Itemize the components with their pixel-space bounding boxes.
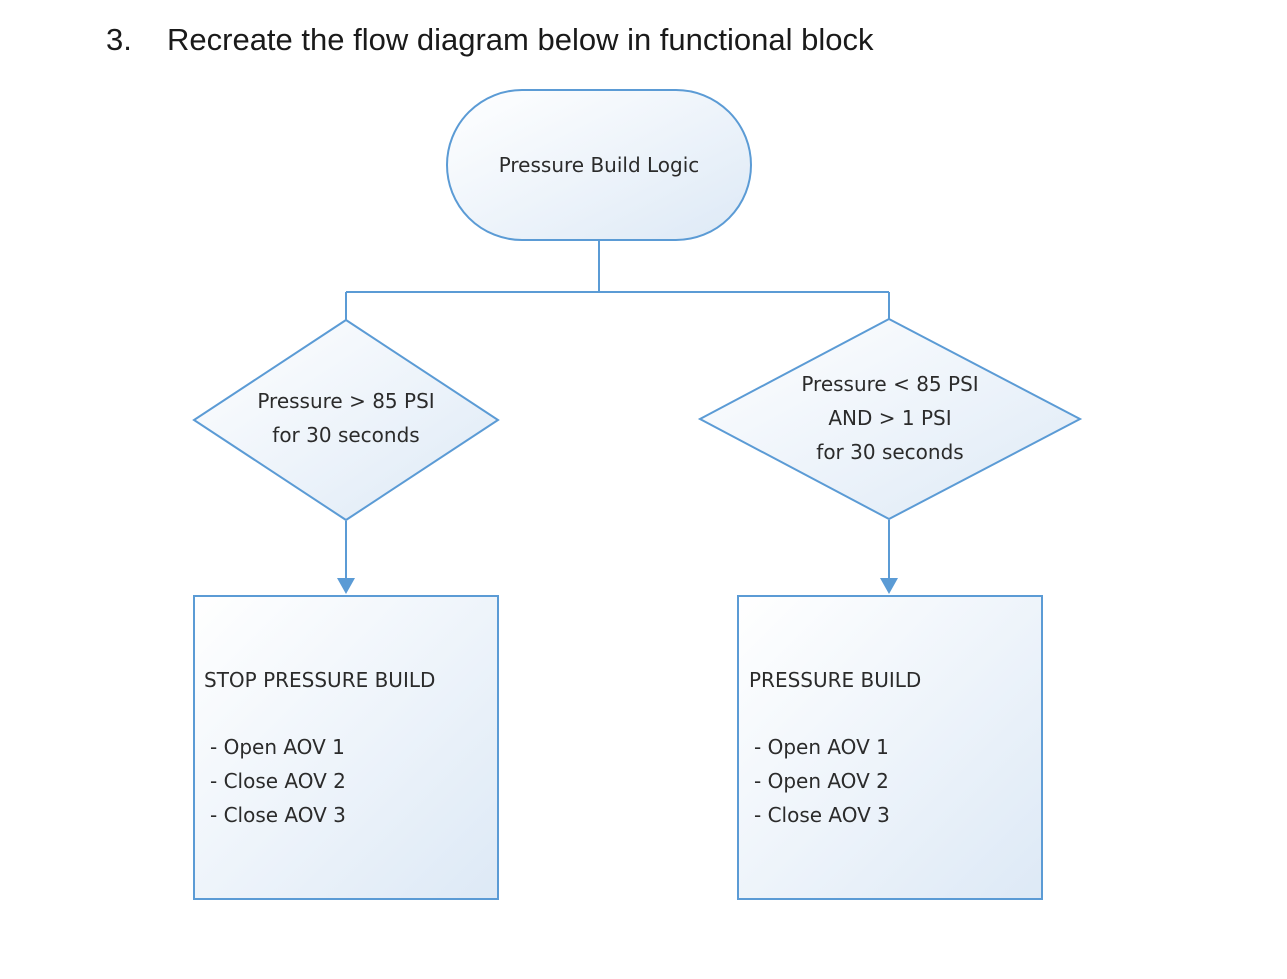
right-decision-line: Pressure < 85 PSI xyxy=(801,372,979,396)
right-action-box xyxy=(737,595,1043,900)
right-action-item: - Open AOV 2 xyxy=(754,769,889,793)
question-heading: 3. Recreate the flow diagram below in fun… xyxy=(106,18,874,62)
right-action-title: PRESSURE BUILD xyxy=(749,668,922,692)
left-action-title: STOP PRESSURE BUILD xyxy=(204,668,436,692)
arrowhead-right xyxy=(880,578,898,594)
right-action-item: - Close AOV 3 xyxy=(754,803,890,827)
start-label: Pressure Build Logic xyxy=(498,153,700,177)
right-action-list: - Open AOV 1 - Open AOV 2 - Close AOV 3 xyxy=(754,730,890,832)
question-number: 3. xyxy=(106,22,132,57)
right-decision-diamond xyxy=(697,317,1083,521)
left-action-item: - Close AOV 2 xyxy=(210,769,346,793)
left-action-box xyxy=(193,595,499,900)
left-action-item: - Open AOV 1 xyxy=(210,735,345,759)
left-decision-text: Pressure > 85 PSI for 30 seconds xyxy=(195,384,497,452)
question-text: Recreate the flow diagram below in funct… xyxy=(167,22,874,57)
left-decision-line: for 30 seconds xyxy=(272,423,420,447)
left-action-item: - Close AOV 3 xyxy=(210,803,346,827)
right-decision-line: AND > 1 PSI xyxy=(828,406,952,430)
arrowhead-left xyxy=(337,578,355,594)
right-decision-text: Pressure < 85 PSI AND > 1 PSI for 30 sec… xyxy=(700,367,1080,469)
start-terminal xyxy=(446,89,752,241)
left-decision-line: Pressure > 85 PSI xyxy=(257,389,435,413)
left-decision-diamond xyxy=(192,318,500,522)
right-decision-line: for 30 seconds xyxy=(816,440,964,464)
left-action-list: - Open AOV 1 - Close AOV 2 - Close AOV 3 xyxy=(210,730,346,832)
right-action-item: - Open AOV 1 xyxy=(754,735,889,759)
